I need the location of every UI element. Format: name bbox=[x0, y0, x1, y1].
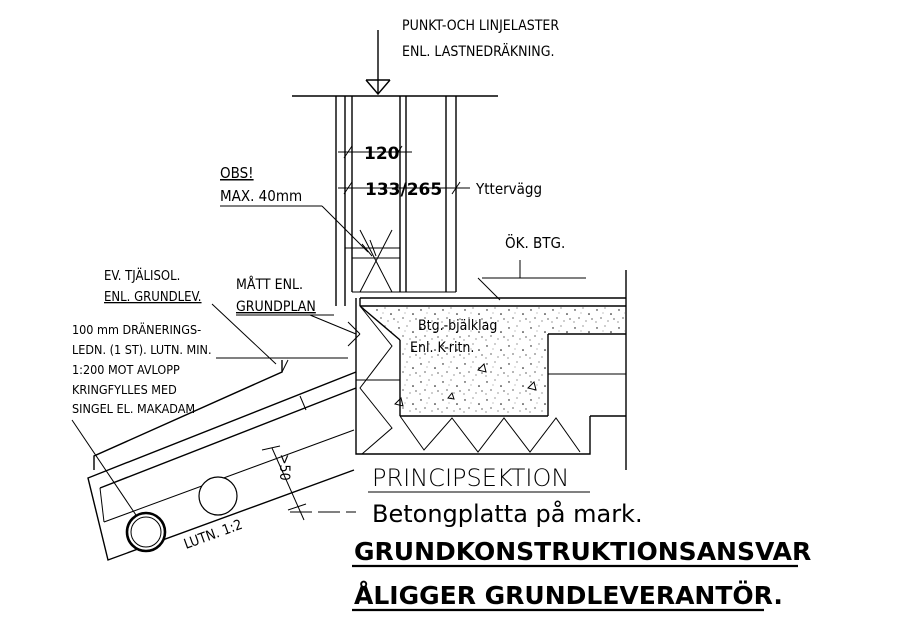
drain-leaders bbox=[71, 357, 348, 525]
frost-leader bbox=[211, 303, 277, 365]
load-arrow bbox=[365, 30, 391, 96]
load-note-line1: PUNKT-OCH LINJELASTER bbox=[402, 18, 559, 34]
drain-pipe bbox=[125, 476, 238, 553]
matt-note-line2: GRUNDPLAN bbox=[236, 299, 316, 315]
matt-note-line1: MÅTT ENL. bbox=[236, 276, 303, 293]
edge-insulation bbox=[355, 298, 591, 455]
dim-50: >50 bbox=[276, 454, 292, 481]
load-note-line2: ENL. LASTNEDRÄKNING. bbox=[402, 42, 554, 60]
drain-note-line3: 1:200 MOT AVLOPP bbox=[72, 362, 180, 377]
dimension-lines bbox=[338, 145, 470, 195]
wall-label: Yttervägg bbox=[475, 180, 542, 198]
matt-leader bbox=[236, 314, 361, 347]
dim-133-265: 133/265 bbox=[365, 180, 442, 200]
drainage-trench bbox=[87, 360, 357, 561]
drain-note-line4: KRINGFYLLES MED bbox=[72, 382, 177, 397]
obs-leader bbox=[220, 205, 373, 257]
dim-50-lines bbox=[261, 445, 307, 521]
responsibility-line2: ÅLIGGER GRUNDLEVERANTÖR. bbox=[354, 580, 783, 610]
drain-note-line1: 100 mm DRÄNERINGS- bbox=[72, 322, 201, 337]
section-title: PRINCIPSEKTION bbox=[372, 464, 569, 492]
responsibility-line1: GRUNDKONSTRUKTIONSANSVAR bbox=[354, 537, 811, 566]
obs-title: OBS! bbox=[220, 164, 254, 182]
concrete-top-label: ÖK. BTG. bbox=[505, 233, 565, 252]
slope-label: LUTN. 1:2 bbox=[182, 517, 245, 553]
section-subtitle: Betongplatta på mark. bbox=[372, 499, 643, 528]
dim-120: 120 bbox=[364, 144, 400, 164]
beam-label-line1: Btg.-bjälklag bbox=[418, 318, 497, 334]
level-marker bbox=[477, 260, 586, 301]
frost-note-line2: ENL. GRUNDLEV. bbox=[104, 290, 202, 305]
obs-max: MAX. 40mm bbox=[220, 187, 302, 205]
drain-note-line2: LEDN. (1 ST). LUTN. MIN. bbox=[72, 342, 212, 357]
frost-note-line1: EV. TJÄLISOL. bbox=[104, 268, 180, 284]
wall bbox=[292, 95, 498, 306]
drain-note-line5: SINGEL EL. MAKADAM bbox=[72, 401, 195, 416]
beam-label-line2: Enl. K-ritn. bbox=[410, 340, 474, 356]
concrete-slab bbox=[359, 270, 627, 470]
